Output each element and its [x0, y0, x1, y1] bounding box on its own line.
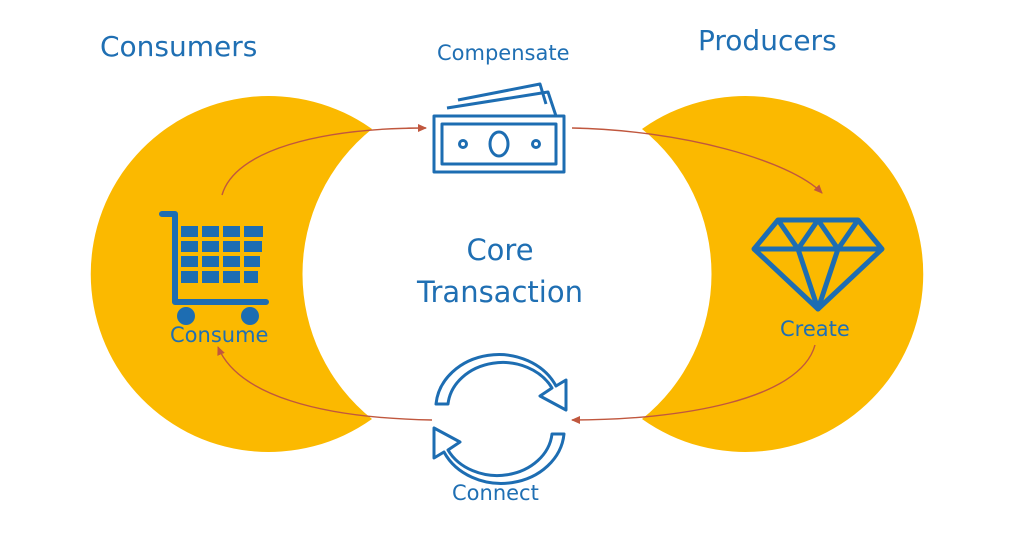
compensate-label: Compensate — [437, 41, 570, 65]
diamond-icon — [751, 217, 885, 312]
arrow-compensate-to-create — [571, 127, 823, 194]
core-transaction-title: Core Transaction — [380, 229, 620, 313]
consumers-title: Consumers — [100, 30, 258, 63]
shopping-cart-icon — [159, 211, 269, 325]
core-transaction-line-2: Transaction — [417, 275, 583, 309]
consume-label: Consume — [170, 323, 269, 347]
core-transaction-line-1: Core — [466, 233, 534, 267]
banknote-icon — [432, 82, 566, 174]
arrow-create-to-connect — [571, 344, 816, 424]
producers-title: Producers — [698, 24, 837, 57]
arrow-consume-to-compensate — [221, 124, 427, 196]
connect-label: Connect — [452, 481, 539, 505]
arrow-connect-to-consume — [217, 346, 433, 421]
create-label: Create — [780, 317, 850, 341]
refresh-cycle-icon — [432, 353, 568, 485]
